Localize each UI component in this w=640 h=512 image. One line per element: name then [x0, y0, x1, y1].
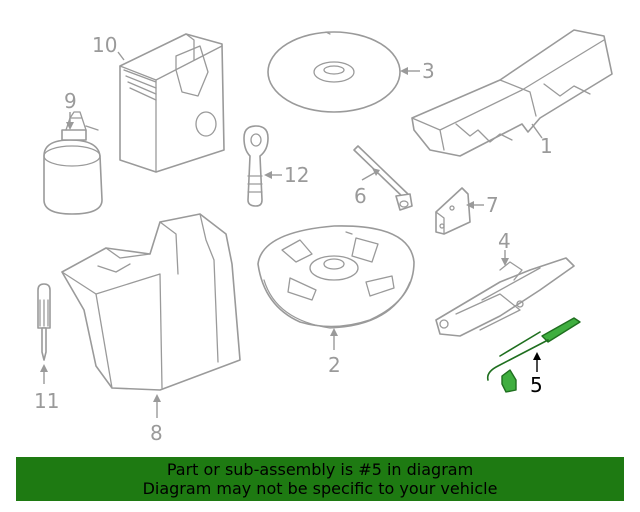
- part-10-compressor[interactable]: [119, 33, 225, 173]
- banner-line-disclaimer: Diagram may not be specific to your vehi…: [142, 479, 498, 498]
- svg-text:1: 1: [540, 134, 553, 158]
- info-banner: Part or sub-assembly is #5 in diagram Di…: [16, 457, 624, 501]
- svg-text:11: 11: [34, 389, 59, 413]
- part-2-spare-tray[interactable]: [257, 225, 415, 329]
- svg-text:12: 12: [284, 163, 309, 187]
- part-1-foam-tray[interactable]: [411, 29, 613, 157]
- callout-9[interactable]: 9: [64, 89, 77, 130]
- svg-text:5: 5: [530, 373, 543, 397]
- svg-text:7: 7: [486, 193, 499, 217]
- callout-11[interactable]: 11: [34, 364, 59, 413]
- svg-text:3: 3: [422, 59, 435, 83]
- callout-4[interactable]: 4: [498, 229, 511, 266]
- part-3-disc[interactable]: [267, 31, 401, 113]
- part-9-sealant-bottle[interactable]: [43, 111, 103, 215]
- callout-3[interactable]: 3: [400, 59, 435, 83]
- callout-6[interactable]: 6: [354, 168, 380, 208]
- part-12-tow-eye[interactable]: [243, 125, 269, 207]
- callout-12[interactable]: 12: [264, 163, 309, 187]
- svg-text:4: 4: [498, 229, 511, 253]
- svg-text:9: 9: [64, 89, 77, 113]
- part-8-storage-box[interactable]: [61, 213, 241, 391]
- part-5-jack-handle[interactable]: [486, 317, 581, 393]
- parts-diagram: 1 2 3 4 5 6 7 8 9 10: [34, 29, 613, 445]
- callout-7[interactable]: 7: [466, 193, 499, 217]
- callout-10[interactable]: 10: [92, 33, 125, 61]
- callout-1[interactable]: 1: [531, 123, 553, 158]
- part-4-jack[interactable]: [435, 257, 575, 337]
- callout-5[interactable]: 5: [530, 352, 543, 397]
- svg-text:10: 10: [92, 33, 117, 57]
- part-11-screwdriver[interactable]: [37, 283, 51, 361]
- callout-2[interactable]: 2: [328, 328, 341, 377]
- svg-text:6: 6: [354, 184, 367, 208]
- part-7-bracket[interactable]: [435, 187, 471, 235]
- svg-text:2: 2: [328, 353, 341, 377]
- banner-line-part: Part or sub-assembly is #5 in diagram: [166, 460, 474, 479]
- svg-text:8: 8: [150, 421, 163, 445]
- callout-8[interactable]: 8: [150, 394, 163, 445]
- part-6-wrench[interactable]: [353, 145, 413, 211]
